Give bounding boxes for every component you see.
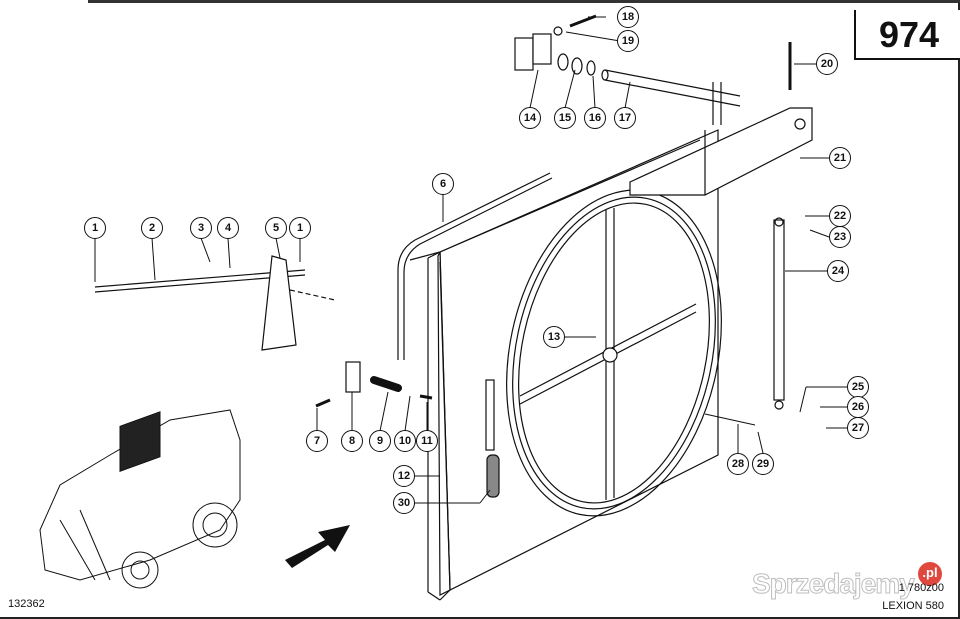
watermark-badge: .pl [918,562,942,586]
sleeve [370,376,402,392]
combine-harvester-illustration [39,409,241,589]
rod-assembly [94,255,336,351]
callout-13[interactable]: 13 [543,326,565,348]
callout-11[interactable]: 11 [416,430,438,452]
washer [553,26,563,36]
callout-19[interactable]: 19 [617,30,639,52]
callout-6[interactable]: 6 [432,173,454,195]
leader-lines [94,16,847,504]
callout-24[interactable]: 24 [827,260,849,282]
washer [571,57,583,75]
page-number-box: 974 [854,10,960,60]
shaft [601,69,741,125]
bolt [569,14,597,28]
direction-arrow-icon [285,525,350,568]
top-border [88,0,960,3]
callout-28[interactable]: 28 [727,453,749,475]
callout-8[interactable]: 8 [341,430,363,452]
callout-22[interactable]: 22 [829,205,851,227]
page-number: 974 [878,14,940,55]
callout-4[interactable]: 4 [217,217,239,239]
watermark-text: Sprzedajemy [752,568,916,600]
top-beam [629,107,813,196]
grip [486,454,500,498]
callout-16[interactable]: 16 [584,107,606,129]
washer [557,53,569,71]
callout-12[interactable]: 12 [393,465,415,487]
radiator-frame [409,129,719,601]
machine-model: LEXION 580 [882,600,944,612]
gas-strut [773,217,785,410]
callout-26[interactable]: 26 [847,396,869,418]
callout-2[interactable]: 2 [141,217,163,239]
drawing-code: 1 780z00 [898,582,944,594]
clamp-bracket-half [532,33,552,65]
plate [345,361,361,393]
callout-30[interactable]: 30 [393,492,415,514]
circlip [586,60,596,76]
callout-5[interactable]: 5 [265,217,287,239]
clamp-bracket [514,37,534,71]
drawing-reference: 132362 [8,598,45,610]
callout-14[interactable]: 14 [519,107,541,129]
callout-10[interactable]: 10 [394,430,416,452]
callout-27[interactable]: 27 [847,417,869,439]
callout-29[interactable]: 29 [752,453,774,475]
latch [485,379,495,451]
callout-9[interactable]: 9 [369,430,391,452]
callout-21[interactable]: 21 [829,147,851,169]
bolt [315,398,331,408]
callout-1-second[interactable]: 1 [289,217,311,239]
callout-1[interactable]: 1 [84,217,106,239]
callout-7[interactable]: 7 [306,430,328,452]
callout-25[interactable]: 25 [847,376,869,398]
callout-20[interactable]: 20 [816,53,838,75]
callout-3[interactable]: 3 [190,217,212,239]
callout-17[interactable]: 17 [614,107,636,129]
fan-ring [506,189,722,517]
seal-strip [397,172,553,360]
callout-23[interactable]: 23 [829,226,851,248]
bolt [419,394,433,400]
callout-18[interactable]: 18 [617,6,639,28]
callout-15[interactable]: 15 [554,107,576,129]
